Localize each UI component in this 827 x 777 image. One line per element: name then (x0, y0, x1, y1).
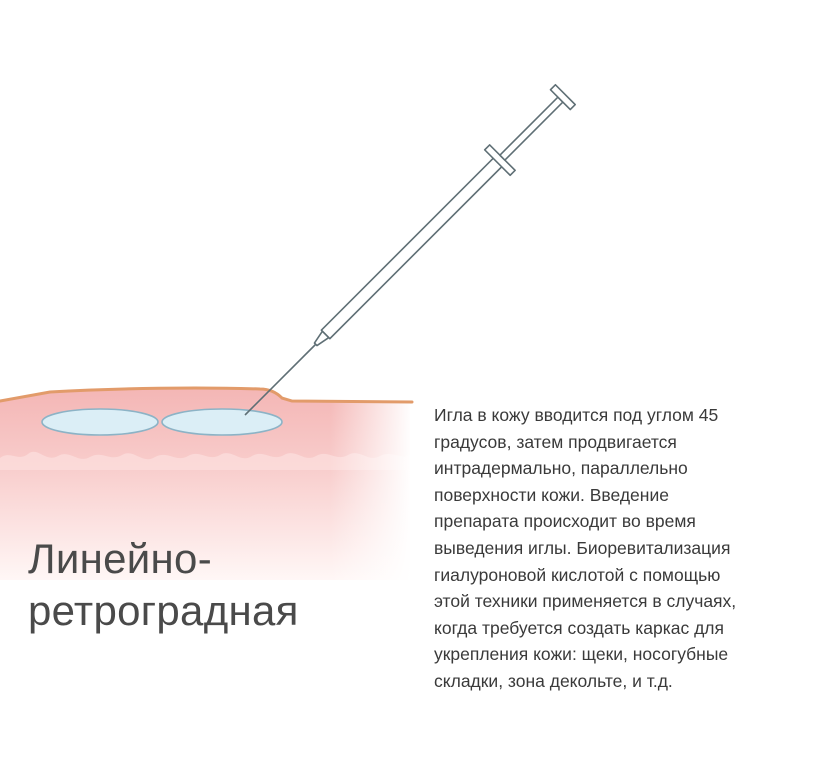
desc-line: препарата происходит во время (434, 511, 696, 532)
skin-surface-line (0, 386, 414, 404)
title-line-1: Линейно- (28, 535, 212, 582)
syringe-barrel (320, 156, 504, 340)
deposit-left (41, 408, 159, 436)
filler-deposit-icon (41, 408, 283, 436)
desc-line: градусов, затем продвигается (434, 431, 677, 452)
dermis-border (0, 451, 410, 470)
desc-line: когда требуется создать каркас для (434, 617, 724, 638)
desc-line: выведения иглы. Биоревитализация (434, 537, 731, 558)
plunger-rod (499, 96, 564, 161)
deposit-right (161, 408, 283, 436)
plunger-thumb (549, 83, 577, 111)
title-line-2: ретроградная (28, 587, 299, 634)
skin-right-fade (330, 385, 412, 585)
desc-line: укрепления кожи: щеки, носогубные (434, 644, 729, 665)
technique-description: Игла в кожу вводится под углом 45 градус… (434, 402, 814, 695)
desc-line: складки, зона декольте, и т.д. (434, 670, 673, 691)
skin-layer (0, 385, 414, 585)
technique-title: Линейно- ретроградная (28, 533, 299, 637)
desc-line: поверхности кожи. Введение (434, 484, 669, 505)
desc-line: интрадермально, параллельно (434, 458, 688, 479)
needle (244, 342, 318, 416)
desc-line: Игла в кожу вводится под углом 45 (434, 405, 719, 425)
desc-line: гиалуроновой кислотой с помощью (434, 564, 721, 585)
skin-body (0, 388, 410, 580)
syringe-icon (244, 83, 577, 416)
desc-line: этой техники применяется в случаях, (434, 591, 737, 612)
